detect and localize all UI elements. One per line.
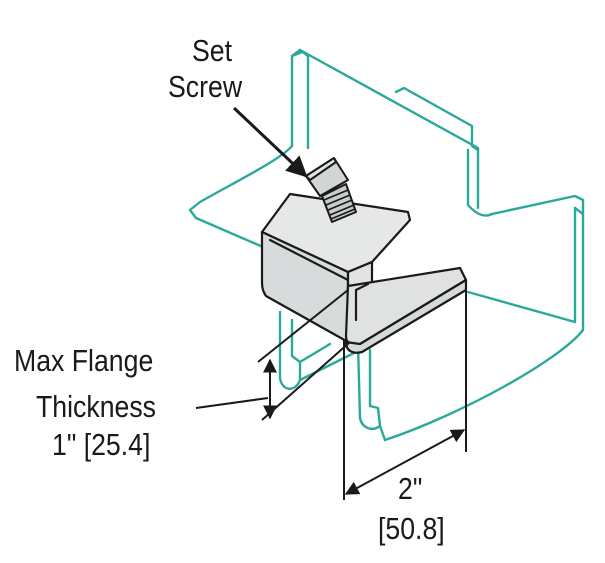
channel-top-surface [194,216,272,252]
flange-extension-upper [257,289,349,363]
flange-label-line2: Thickness [36,389,157,424]
set-screw-label-line1: Set [192,33,233,68]
width-dimension-arrow [344,429,466,495]
flange-label-line1: Max Flange [14,343,154,378]
flange-label-line3: 1" [25.4] [52,427,151,462]
annotations [195,106,467,500]
flange-leader [195,397,269,409]
set-screw [305,157,357,223]
clamp-left-face [260,230,350,344]
set-screw-leader [232,106,308,178]
channel-left-lip [278,310,302,390]
channel-back-flange [188,48,302,220]
strut-channel [188,48,585,442]
width-label-line1: 2" [398,471,423,506]
channel-inner-ridge [394,86,480,152]
beam-clamp [260,192,468,354]
width-label-line2: [50.8] [378,511,445,546]
flange-extension-lower [261,341,351,421]
set-screw-label-line2: Screw [168,69,243,104]
